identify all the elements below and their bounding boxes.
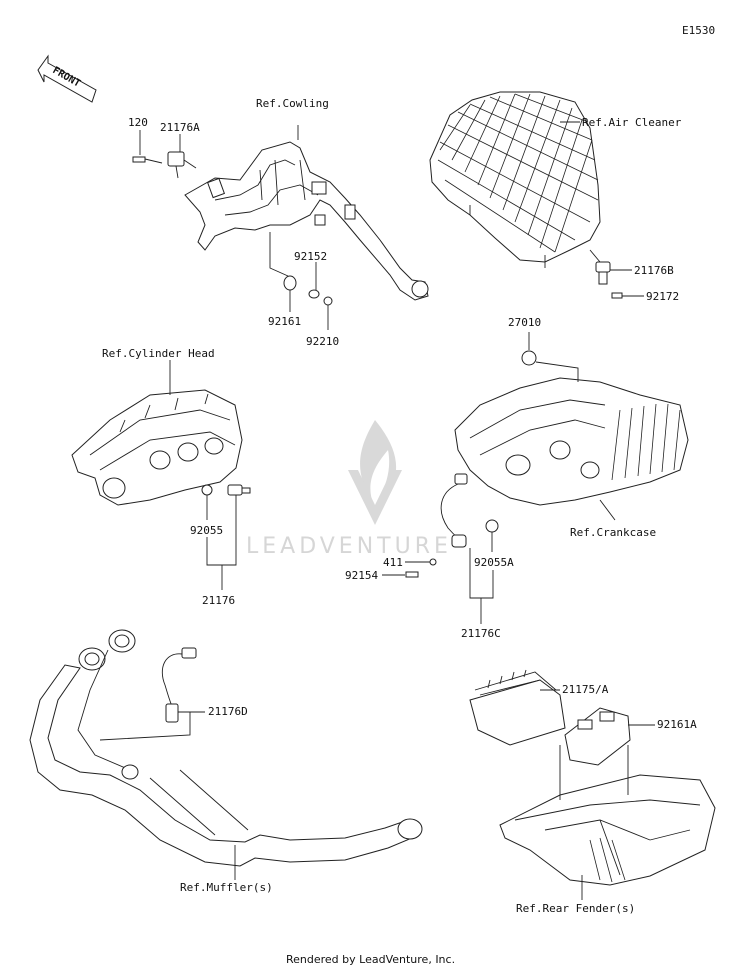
label-ref-crankcase: Ref.Crankcase xyxy=(570,526,656,539)
label-120: 120 xyxy=(128,116,148,129)
label-ref-mufflers: Ref.Muffler(s) xyxy=(180,881,273,894)
rear-fender-tray-drawing xyxy=(499,774,716,886)
leader-21176C-bracket xyxy=(469,548,494,599)
label-21175A: 21175/A xyxy=(562,683,609,696)
label-21176B: 21176B xyxy=(634,264,674,277)
sensor-21176D-drawing xyxy=(161,647,197,723)
label-ref-rear-fender: Ref.Rear Fender(s) xyxy=(516,902,635,915)
leader-21176B-pipe xyxy=(589,249,601,263)
bolt-120-drawing xyxy=(132,156,163,164)
label-ref-cowling: Ref.Cowling xyxy=(256,97,329,110)
gasket-92055A-drawing xyxy=(485,519,499,533)
sensor-21176-drawing xyxy=(227,484,251,496)
cap-27010-drawing xyxy=(521,350,537,366)
label-92161: 92161 xyxy=(268,315,301,328)
label-27010: 27010 xyxy=(508,316,541,329)
air-cleaner-drawing xyxy=(429,91,601,268)
screw-92172-drawing xyxy=(611,292,623,299)
nut-92210-drawing xyxy=(323,296,333,306)
label-92161A: 92161A xyxy=(657,718,697,731)
sensor-21176A-drawing xyxy=(167,151,197,179)
bolt-92154-drawing xyxy=(405,571,419,578)
ecu-21175A-drawing xyxy=(469,669,566,746)
label-92172: 92172 xyxy=(646,290,679,303)
diagram-code: E1530 xyxy=(682,24,715,37)
exhaust-pipe-drawing xyxy=(29,629,423,880)
leader-21176D xyxy=(99,711,205,741)
sensor-21176B-drawing xyxy=(595,261,611,285)
gasket-92055-drawing xyxy=(201,484,213,496)
leader-27010 xyxy=(528,332,579,382)
collar-92152-drawing xyxy=(308,289,320,299)
label-21176C: 21176C xyxy=(461,627,501,640)
label-ref-air-cleaner: Ref.Air Cleaner xyxy=(582,116,682,129)
watermark-logo-icon xyxy=(348,420,402,525)
label-92055: 92055 xyxy=(190,524,223,537)
cowling-bracket-drawing xyxy=(184,125,429,301)
label-92154: 92154 xyxy=(345,569,378,582)
leader-ecu-to-fender xyxy=(559,745,629,800)
damper-92161A-drawing xyxy=(564,707,631,766)
front-arrow-icon: FRONT xyxy=(37,54,97,103)
leader-crankcase xyxy=(599,499,616,521)
bolt-411-drawing xyxy=(429,558,437,566)
label-ref-cylinder-head: Ref.Cylinder Head xyxy=(102,347,215,360)
footer-credit: Rendered by LeadVenture, Inc. xyxy=(286,953,455,966)
label-92055A: 92055A xyxy=(474,556,514,569)
cylinder-head-drawing xyxy=(71,389,243,506)
label-92152: 92152 xyxy=(294,250,327,263)
leader-bracket xyxy=(269,232,289,277)
grommet-92161-drawing xyxy=(283,275,297,291)
label-411: 411 xyxy=(383,556,403,569)
leader-21176-bracket xyxy=(206,495,237,566)
label-21176A: 21176A xyxy=(160,121,200,134)
crankcase-drawing xyxy=(454,377,689,506)
label-21176D: 21176D xyxy=(208,705,248,718)
watermark-text: LEADVENTURE xyxy=(246,534,452,559)
sensor-21176C-drawing xyxy=(440,473,468,548)
label-21176: 21176 xyxy=(202,594,235,607)
label-92210: 92210 xyxy=(306,335,339,348)
